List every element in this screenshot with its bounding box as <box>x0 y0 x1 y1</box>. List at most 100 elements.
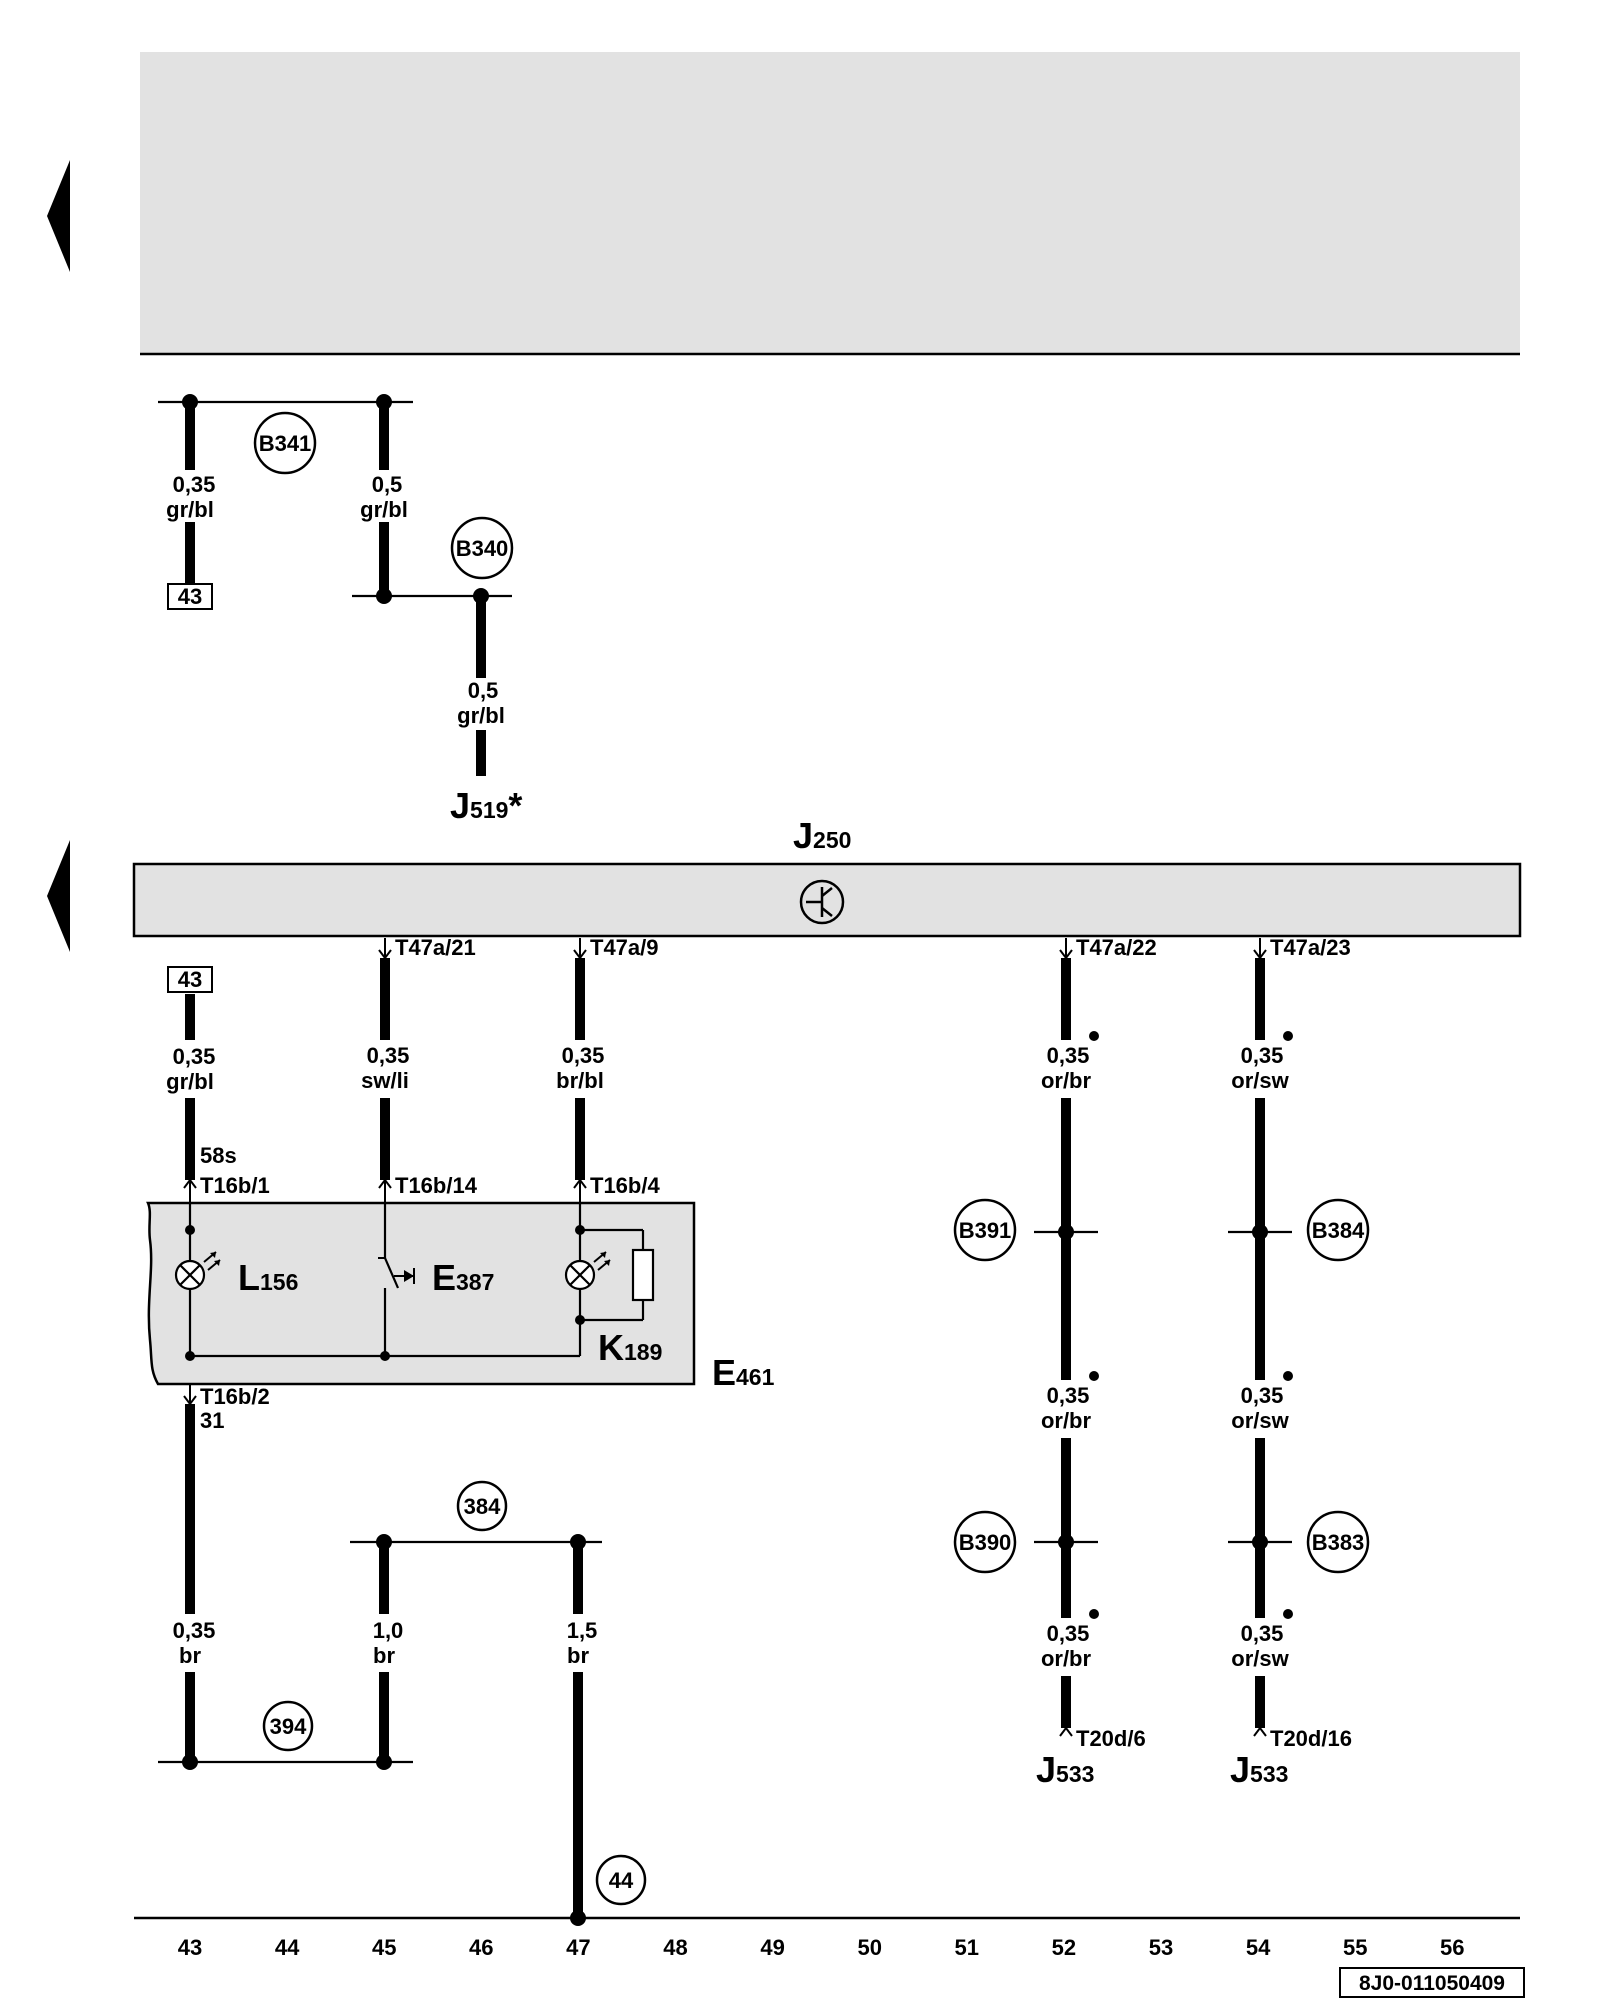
marker-dot <box>1283 1609 1293 1619</box>
wire-w7-color: or/br <box>1041 1068 1092 1093</box>
pin-t20d6: T20d/6 <box>1076 1726 1146 1751</box>
marker-dot <box>1283 1371 1293 1381</box>
pin-t16b14: T16b/14 <box>395 1173 478 1198</box>
wire-w6-color: br/bl <box>556 1068 604 1093</box>
wire-w12-color: or/sw <box>1231 1646 1289 1671</box>
track-number: 55 <box>1343 1935 1367 1960</box>
doc-code-box <box>1339 1967 1525 1998</box>
wire-w2-color: gr/bl <box>360 497 408 522</box>
marker-dot <box>1089 1371 1099 1381</box>
wire-w15-color: br <box>567 1643 589 1668</box>
ref-b391: B391 <box>959 1218 1012 1243</box>
wire-w14-size: 1,0 <box>373 1618 404 1643</box>
track-number: 48 <box>663 1935 687 1960</box>
wire-w1-size: 0,35 <box>173 472 216 497</box>
track-number: 45 <box>372 1935 396 1960</box>
component-k189[interactable]: K189 <box>598 1327 662 1368</box>
ref-394-circle <box>262 1700 314 1752</box>
ref-384: 384 <box>464 1494 501 1519</box>
ref-b340-circle <box>450 516 514 580</box>
wire-w13-size: 0,35 <box>173 1618 216 1643</box>
ref-44-circle <box>595 1854 647 1906</box>
component-e461[interactable]: E461 <box>712 1352 775 1393</box>
lamp-l156-icon <box>174 1251 221 1291</box>
track-number: 52 <box>1052 1935 1076 1960</box>
track-number: 54 <box>1246 1935 1271 1960</box>
pin-t16b2: T16b/2 <box>200 1384 270 1409</box>
box-43-mid <box>167 966 213 993</box>
terminal-31: 31 <box>200 1408 224 1433</box>
ref-b390: B390 <box>959 1530 1012 1555</box>
wire-w9-size: 0,35 <box>1047 1383 1090 1408</box>
wire-w14-color: br <box>373 1643 395 1668</box>
wire-w10-size: 0,35 <box>1241 1383 1284 1408</box>
ref-384-circle <box>456 1480 508 1532</box>
wire-w11-size: 0,35 <box>1047 1621 1090 1646</box>
ref-b383-circle <box>1306 1510 1370 1574</box>
pin-t20d16: T20d/16 <box>1270 1726 1352 1751</box>
wire-w9-color: or/br <box>1041 1408 1092 1433</box>
ref-b384: B384 <box>1312 1218 1365 1243</box>
wire-w4-size: 0,35 <box>173 1044 216 1069</box>
pin-t47a9: T47a/9 <box>590 935 659 960</box>
track-number: 56 <box>1440 1935 1464 1960</box>
box-43-top <box>167 583 213 610</box>
wire-w8-size: 0,35 <box>1241 1043 1284 1068</box>
wire-w8-color: or/sw <box>1231 1068 1289 1093</box>
track-number: 49 <box>760 1935 784 1960</box>
ref-44: 44 <box>609 1868 634 1893</box>
wire-w13-color: br <box>179 1643 201 1668</box>
ref-394: 394 <box>270 1714 307 1739</box>
ref-b384-circle <box>1306 1198 1370 1262</box>
marker-dot <box>1283 1031 1293 1041</box>
doc-code: 8J0-011050409 <box>1359 1972 1505 1995</box>
electronic-symbol-icon <box>799 879 845 925</box>
component-l156[interactable]: L156 <box>238 1257 298 1298</box>
terminal-58s: 58s <box>200 1143 237 1168</box>
ref-b391-circle <box>953 1198 1017 1262</box>
header-panel <box>140 52 1520 354</box>
component-e387[interactable]: E387 <box>432 1257 494 1298</box>
track-number: 44 <box>275 1935 300 1960</box>
wire-w5-size: 0,35 <box>367 1043 410 1068</box>
ref-b390-circle <box>953 1510 1017 1574</box>
pin-t16b1: T16b/1 <box>200 1173 270 1198</box>
component-j533-a[interactable]: J533 <box>1036 1749 1094 1790</box>
track-number: 46 <box>469 1935 493 1960</box>
resistor-icon <box>580 1228 655 1322</box>
wire-w3-color: gr/bl <box>457 703 505 728</box>
pin-arrows-j533 <box>1059 1726 1267 1737</box>
wire-w5-color: sw/li <box>361 1068 409 1093</box>
pin-arrows-e461 <box>183 1178 587 1406</box>
prev-page-arrow-top[interactable] <box>47 160 70 272</box>
wire-w11-color: or/br <box>1041 1646 1092 1671</box>
wire-w1-color: gr/bl <box>166 497 214 522</box>
marker-dot <box>1089 1609 1099 1619</box>
wire-w2-size: 0,5 <box>372 472 403 497</box>
component-j250[interactable]: J250 <box>793 815 851 856</box>
pin-t47a22: T47a/22 <box>1076 935 1157 960</box>
control-unit-j250[interactable] <box>132 862 1522 938</box>
marker-dot <box>1089 1031 1099 1041</box>
wire-w3-size: 0,5 <box>468 678 499 703</box>
track-number: 53 <box>1149 1935 1173 1960</box>
box-43-top-label: 43 <box>178 584 202 609</box>
pin-t47a21: T47a/21 <box>395 935 476 960</box>
track-number: 51 <box>955 1935 979 1960</box>
component-j533-b[interactable]: J533 <box>1230 1749 1288 1790</box>
box-43-mid-label: 43 <box>178 967 202 992</box>
pin-t47a23: T47a/23 <box>1270 935 1351 960</box>
lamp-k189-icon <box>564 1251 611 1291</box>
wire-w10-color: or/sw <box>1231 1408 1289 1433</box>
module-e461[interactable] <box>146 1201 696 1386</box>
wire-w15-size: 1,5 <box>567 1618 598 1643</box>
wire-w12-size: 0,35 <box>1241 1621 1284 1646</box>
wire-w4-color: gr/bl <box>166 1069 214 1094</box>
ref-b341: B341 <box>259 431 312 456</box>
prev-page-arrow-middle[interactable] <box>47 840 70 952</box>
track-number: 47 <box>566 1935 590 1960</box>
ref-b383: B383 <box>1312 1530 1365 1555</box>
component-j519[interactable]: J519* <box>450 785 522 826</box>
